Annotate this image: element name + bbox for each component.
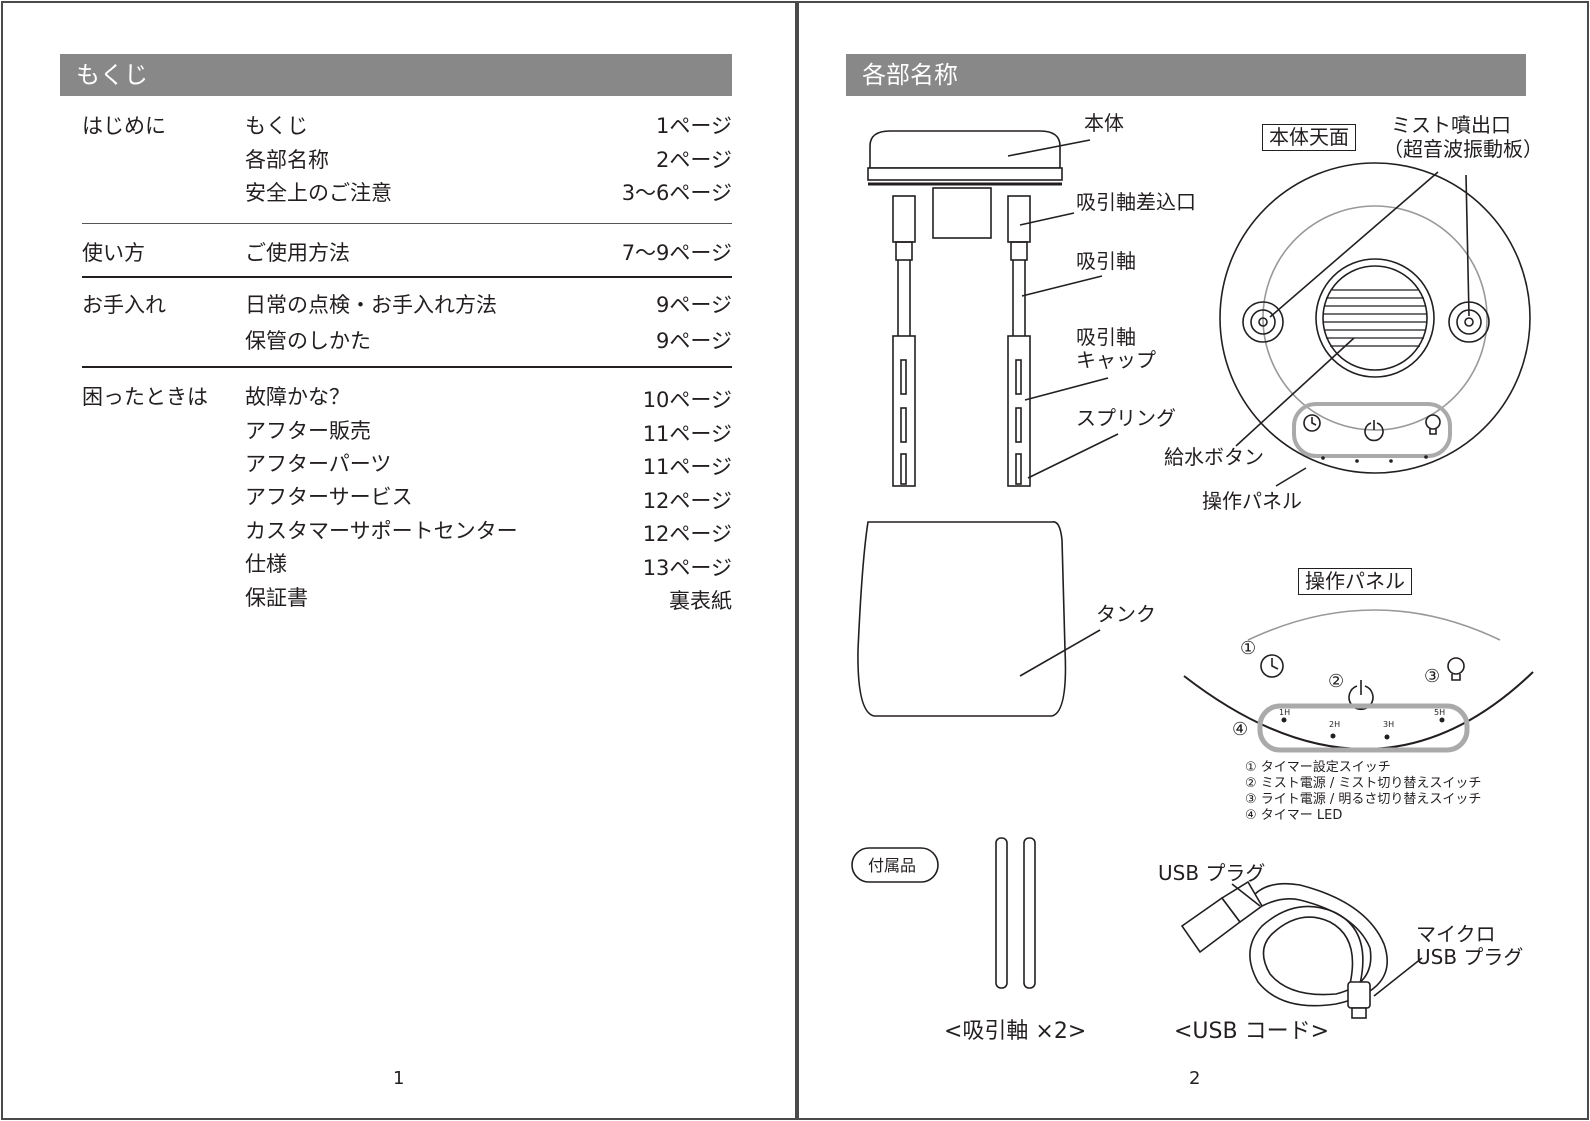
- panel-marker-2: ②: [1328, 671, 1345, 692]
- label-mist-outlet-line2: （超音波振動板）: [1383, 137, 1543, 161]
- label-wick-cap-line1: 吸引軸: [1076, 325, 1136, 349]
- led-label: 2H: [1329, 720, 1341, 729]
- toc-entry-page: 9ページ: [656, 329, 732, 353]
- led-label: 1H: [1279, 708, 1291, 717]
- toc-entry-page: 2ページ: [656, 148, 732, 172]
- caption-usb-cord: <USB コード>: [1174, 1019, 1330, 1044]
- toc-entry-page: 1ページ: [656, 114, 732, 138]
- right-page: [797, 1, 1589, 1120]
- toc-category: 使い方: [82, 241, 145, 265]
- legend-item: ③ ライト電源 / 明るさ切り替えスイッチ: [1245, 792, 1482, 807]
- parts-header: 各部名称: [846, 54, 1526, 96]
- toc-category: お手入れ: [82, 293, 166, 317]
- toc-entry-page: 11ページ: [642, 422, 732, 446]
- panel-marker-4: ④: [1232, 719, 1249, 740]
- section-divider: [82, 276, 732, 278]
- toc-entry-title[interactable]: 保管のしかた: [245, 329, 371, 353]
- toc-entry-title[interactable]: アフターパーツ: [245, 452, 392, 476]
- toc-entry-page: 12ページ: [642, 522, 732, 546]
- label-control-panel-box: 操作パネル: [1298, 568, 1412, 595]
- label-body: 本体: [1084, 111, 1124, 135]
- toc-entry-title[interactable]: 仕様: [245, 552, 287, 576]
- led-label: 3H: [1383, 720, 1395, 729]
- top-view-illustration: [1219, 162, 1531, 487]
- toc-header: もくじ: [60, 54, 732, 96]
- label-tank: タンク: [1096, 602, 1156, 626]
- toc-entry-title[interactable]: 日常の点検・お手入れ方法: [245, 293, 497, 317]
- page-number: 1: [393, 1068, 405, 1089]
- led-label: 5H: [1434, 708, 1446, 717]
- label-usb-plug: USB プラグ: [1158, 861, 1266, 885]
- legend-item: ② ミスト電源 / ミスト切り替えスイッチ: [1245, 776, 1482, 791]
- toc-entry-page: 3〜6ページ: [621, 181, 732, 205]
- wick-right-illustration: [1007, 195, 1031, 487]
- label-top-view: 本体天面: [1262, 124, 1356, 151]
- label-wick: 吸引軸: [1076, 249, 1136, 273]
- body-illustration: [867, 130, 1063, 239]
- panel-marker-3: ③: [1424, 666, 1441, 687]
- left-page: [1, 1, 797, 1120]
- accessory-wicks-illustration: [995, 837, 1036, 989]
- label-water-button: 給水ボタン: [1164, 445, 1264, 469]
- toc-entry-page: 12ページ: [642, 489, 732, 513]
- tank-illustration: [857, 521, 1067, 717]
- page-number: 2: [1189, 1068, 1201, 1089]
- toc-entry-page: 9ページ: [656, 293, 732, 317]
- toc-entry-page: 11ページ: [642, 455, 732, 479]
- section-divider: [82, 366, 732, 368]
- label-wick-cap-line2: キャップ: [1076, 348, 1156, 372]
- toc-entry-title[interactable]: 故障かな？: [245, 385, 350, 409]
- toc-entry-page: 10ページ: [642, 388, 732, 412]
- label-micro-usb-line2: USB プラグ: [1416, 945, 1524, 969]
- toc-entry-title[interactable]: 保証書: [245, 586, 308, 610]
- toc-category: はじめに: [82, 114, 166, 138]
- caption-wicks: <吸引軸 ×2>: [944, 1019, 1087, 1044]
- panel-marker-1: ①: [1240, 638, 1257, 659]
- label-mist-outlet-line1: ミスト噴出口: [1391, 113, 1511, 137]
- section-divider: [82, 223, 732, 224]
- label-control-panel: 操作パネル: [1202, 489, 1302, 513]
- control-panel-illustration: [1183, 609, 1534, 753]
- toc-entry-title[interactable]: アフター販売: [245, 419, 371, 443]
- label-micro-usb-line1: マイクロ: [1416, 922, 1496, 946]
- legend-item: ① タイマー設定スイッチ: [1245, 760, 1391, 775]
- toc-entry-title[interactable]: アフターサービス: [245, 485, 413, 509]
- label-accessories: 付属品: [868, 856, 917, 875]
- legend-item: ④ タイマー LED: [1245, 808, 1343, 823]
- label-wick-inlet: 吸引軸差込口: [1076, 190, 1196, 214]
- usb-cable-illustration: [1180, 880, 1423, 1019]
- toc-entry-page: 13ページ: [642, 556, 732, 580]
- toc-entry-title[interactable]: もくじ: [245, 114, 308, 138]
- toc-entry-page: 7〜9ページ: [621, 241, 732, 265]
- toc-entry-title[interactable]: ご使用方法: [245, 241, 350, 265]
- toc-category: 困ったときは: [82, 385, 208, 409]
- toc-entry-title[interactable]: カスタマーサポートセンター: [245, 519, 518, 543]
- wick-left-illustration: [892, 195, 916, 487]
- label-spring: スプリング: [1076, 406, 1176, 430]
- toc-entry-title[interactable]: 安全上のご注意: [245, 181, 392, 205]
- toc-entry-title[interactable]: 各部名称: [245, 148, 329, 172]
- toc-entry-page: 裏表紙: [669, 589, 732, 613]
